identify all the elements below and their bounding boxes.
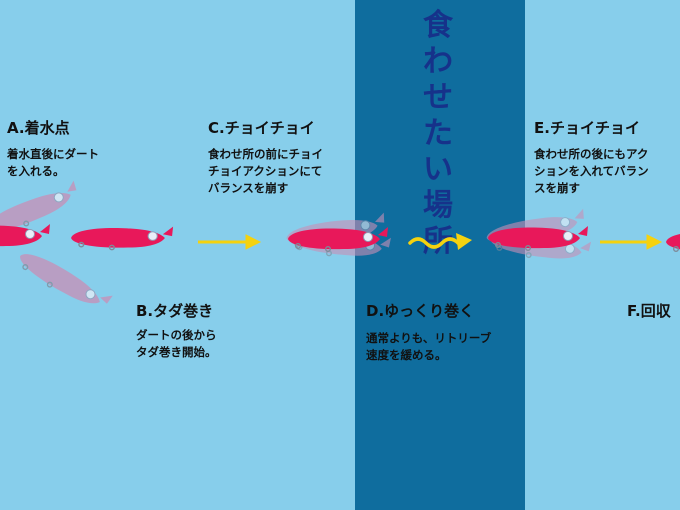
focus-zone-title: 食わせたい場所 — [423, 8, 453, 259]
lure-icon — [665, 229, 680, 256]
stage-e-desc: 食わせ所の後にもアク ションを入れてバラン スを崩す — [534, 147, 649, 195]
stage-c-title: C.チョイチョイ — [208, 119, 315, 137]
stage-b-title: B.タダ巻き — [136, 302, 214, 320]
stage-d-desc: 通常よりも、リトリーブ 速度を緩める。 — [366, 331, 492, 362]
lure-icon — [0, 179, 114, 318]
stage-a-title: A.着水点 — [7, 119, 70, 137]
stage-e-title: E.チョイチョイ — [534, 119, 640, 137]
arrow-right-icon — [198, 234, 262, 250]
stage-f-title: F.回収 — [627, 302, 671, 320]
stage-b-desc: ダートの後から タダ巻き開始。 — [136, 328, 217, 359]
stage-a-desc: 着水直後にダート を入れる。 — [7, 147, 99, 178]
stage-d-title: D.ゆっくり巻く — [366, 302, 475, 320]
arrow-right-icon — [600, 234, 663, 250]
lure-icon — [70, 225, 174, 251]
wavy-arrow-icon — [408, 233, 472, 250]
stage-c-desc: 食わせ所の前にチョイ チョイアクションにて バランスを崩す — [208, 147, 323, 195]
lure-icon — [0, 223, 51, 250]
focus-zone-band — [355, 0, 525, 510]
